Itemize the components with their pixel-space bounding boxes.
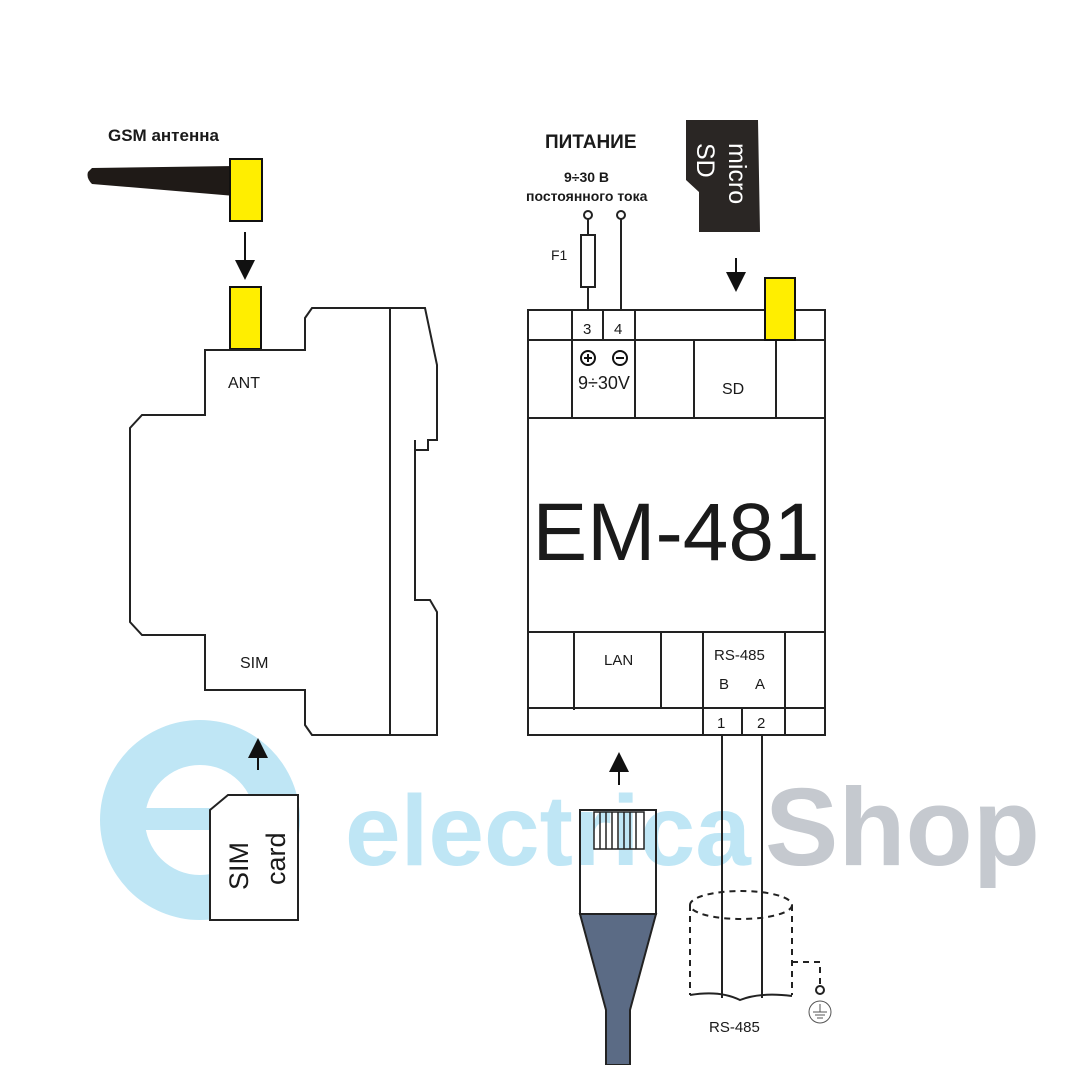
device-model: EM-481 [532,487,819,578]
watermark-text-shop: Shop [765,766,1040,889]
fuse-label: F1 [551,247,568,263]
plus-minus-icons [580,350,628,366]
power-title: ПИТАНИЕ [545,132,637,153]
sd-card-label-2: SD [691,143,719,178]
terminal-4: 4 [614,321,622,338]
sd-port-label: SD [722,381,744,398]
sim-card-label-2: card [261,832,291,885]
rs485-cable-label: RS-485 [709,1019,760,1036]
sd-card-label-1: micro [723,143,751,204]
power-voltage: 9÷30 В [564,169,609,185]
terminal-1: 1 [717,715,725,732]
sim-card-label-1: SIM [224,842,254,890]
gsm-antenna: GSM антенна [87,126,263,350]
lan-port-label: LAN [604,652,633,669]
ground-icon [808,1000,832,1024]
rs485-line-a: A [755,676,765,693]
lan-plug [578,809,658,1065]
power-current-type: постоянного тока [526,188,648,204]
power-range: 9÷30V [578,373,630,393]
ant-port-label: ANT [228,375,260,392]
rs485-cable [689,735,825,1002]
terminal-3: 3 [583,321,591,338]
sim-port-label: SIM [240,655,268,672]
watermark-logo: electrica Shop [100,720,1040,920]
rs485-port-label: RS-485 [714,647,765,664]
antenna-label: GSM антенна [108,126,219,145]
sd-slot-connector [764,277,796,341]
terminal-2: 2 [757,715,765,732]
sim-card: SIM card [209,794,299,921]
watermark-text-electrica: electrica [345,775,752,887]
device-side-view [129,307,438,736]
micro-sd-card: micro SD [686,120,760,232]
rs485-line-b: B [719,676,729,693]
